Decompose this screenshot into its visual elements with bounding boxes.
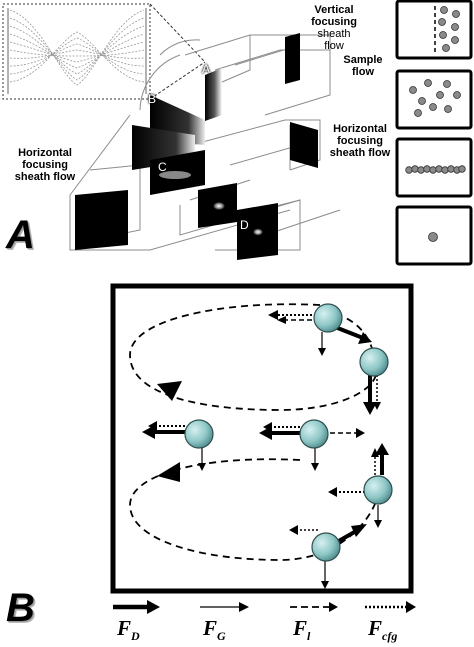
- label-line: flow: [324, 40, 344, 52]
- legend-symbol: F: [293, 616, 308, 640]
- legend-subscript: D: [131, 629, 140, 644]
- legend-label-centrifugal: Fcfg: [368, 616, 397, 644]
- legend-symbol: F: [368, 616, 383, 640]
- particle: [363, 475, 393, 505]
- legend-symbol: F: [117, 616, 132, 640]
- stage-label-b: B: [148, 92, 157, 106]
- box-stage-b: [395, 69, 473, 130]
- panel-letter-b: B: [6, 586, 35, 630]
- label-line: Horizontal: [333, 123, 387, 135]
- label-line: sheath: [317, 28, 351, 40]
- label-horizontal-sheath-right: Horizontal focusing sheath flow: [322, 123, 398, 159]
- label-line: Sample: [343, 54, 383, 66]
- particles-stage-c: [405, 165, 466, 174]
- legend-label-drag: FD: [117, 616, 140, 644]
- particle: [359, 347, 389, 377]
- legend-subscript: G: [217, 629, 226, 644]
- label-line: sheath flow: [329, 147, 391, 159]
- stage-label-d: D: [240, 218, 249, 232]
- legend-label-gravity: FG: [203, 616, 226, 644]
- trajectory-particles: [184, 303, 393, 562]
- panel-b: [110, 283, 416, 614]
- cross-section-boxes: [395, 0, 473, 266]
- particles-stage-a: [438, 6, 460, 52]
- loop-arrowhead-top: [157, 381, 182, 401]
- panel-a: [2, 0, 473, 266]
- particle-stage-d: [428, 232, 438, 242]
- label-line: flow: [352, 66, 374, 78]
- cross-section-panels: [75, 33, 318, 260]
- legend-symbol: F: [203, 616, 218, 640]
- particle: [311, 532, 341, 562]
- box-stage-a: [395, 0, 473, 60]
- label-line: sheath flow: [14, 171, 76, 183]
- particle: [299, 419, 329, 449]
- velocity-profile-inset: [2, 3, 151, 100]
- particle: [184, 419, 214, 449]
- legend-subscript: l: [307, 629, 311, 644]
- label-line: focusing: [311, 16, 357, 28]
- legend-subscript: cfg: [382, 629, 398, 644]
- label-line: Horizontal: [18, 147, 72, 159]
- label-line: focusing: [22, 159, 68, 171]
- particle: [313, 303, 343, 333]
- label-sample-flow: Sample flow: [338, 54, 388, 78]
- trajectory-frame: [110, 283, 414, 594]
- particles-stage-b: [409, 79, 461, 117]
- label-vertical-sheath: Vertical focusing sheath flow: [303, 4, 365, 52]
- legend-label-lift: Fl: [293, 616, 310, 644]
- label-horizontal-sheath-left: Horizontal focusing sheath flow: [3, 147, 87, 183]
- stage-label-c: C: [158, 160, 167, 174]
- panel-letter-a: A: [6, 213, 35, 257]
- label-line: focusing: [337, 135, 383, 147]
- stage-label-a: A: [202, 62, 211, 76]
- label-line: Vertical: [314, 4, 354, 16]
- loop-arrowhead-bottom: [157, 462, 180, 482]
- force-arrowheads: [142, 310, 389, 589]
